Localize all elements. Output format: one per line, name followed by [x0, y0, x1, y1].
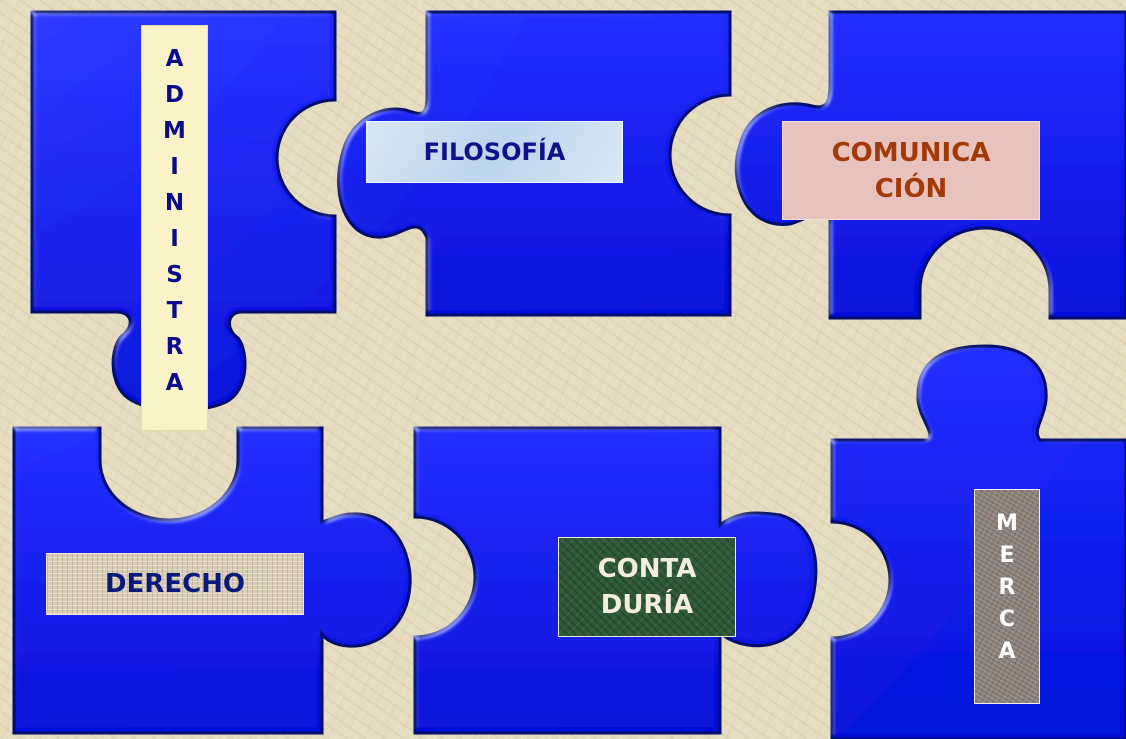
administra-letter: A — [165, 46, 184, 72]
administra-letter: I — [170, 154, 179, 180]
administra-letter: R — [165, 334, 184, 360]
derecho-text: DERECHO — [104, 569, 246, 599]
administra-letter: N — [164, 190, 185, 216]
label-administra[interactable]: A D M I N I S T R A — [141, 25, 208, 431]
label-contaduria[interactable]: CONTA DURÍA — [558, 537, 736, 637]
contaduria-line-2: DURÍA — [600, 590, 694, 620]
administra-letter: I — [170, 226, 179, 252]
administra-letter: M — [163, 118, 186, 144]
administra-letter: T — [166, 298, 183, 324]
label-comunicacion[interactable]: COMUNICA CIÓN — [782, 121, 1040, 220]
merca-letter: M — [996, 511, 1018, 536]
label-merca[interactable]: M E R C A — [974, 489, 1040, 704]
merca-letter: R — [998, 575, 1016, 600]
label-derecho[interactable]: DERECHO — [46, 553, 304, 615]
comunicacion-line-1: COMUNICA — [831, 137, 991, 168]
merca-letter: A — [998, 639, 1016, 664]
administra-letter: S — [166, 262, 183, 288]
label-filosofia[interactable]: FILOSOFÍA — [366, 121, 623, 183]
merca-letter: C — [998, 607, 1016, 632]
filosofia-text: FILOSOFÍA — [423, 138, 566, 166]
comunicacion-line-2: CIÓN — [874, 173, 948, 204]
contaduria-line-1: CONTA — [597, 554, 697, 584]
administra-letter: D — [164, 82, 185, 108]
administra-letter: A — [165, 370, 184, 396]
merca-letter: E — [999, 543, 1015, 568]
